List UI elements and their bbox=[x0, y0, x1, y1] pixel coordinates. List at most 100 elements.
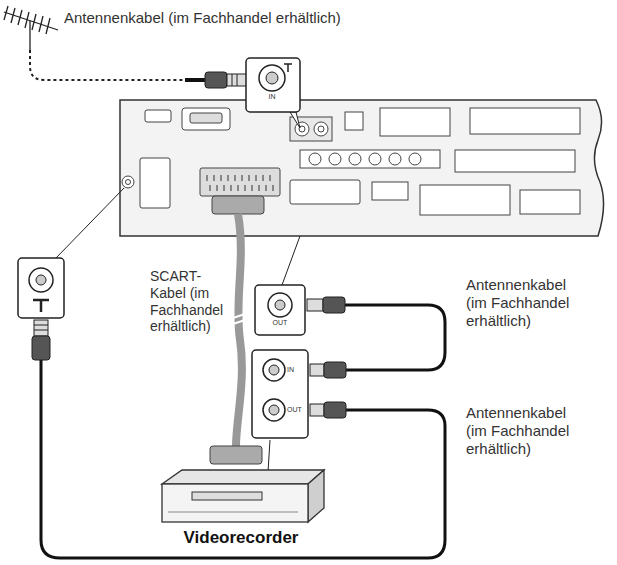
panel-details bbox=[122, 108, 580, 215]
cassette-slot bbox=[192, 492, 262, 500]
illustration-part bbox=[210, 446, 262, 464]
illustration-part bbox=[29, 21, 30, 50]
illustration-part bbox=[227, 74, 247, 86]
antenna-cable bbox=[345, 305, 445, 370]
port-label: OUT bbox=[273, 319, 288, 327]
callout-out bbox=[255, 236, 305, 335]
illustration-part bbox=[310, 364, 324, 376]
illustration-part bbox=[237, 74, 238, 86]
illustration-part bbox=[470, 108, 580, 134]
illustration-part bbox=[246, 58, 300, 112]
illustration-part bbox=[252, 185, 253, 191]
device-name: Videorecorder bbox=[181, 528, 302, 548]
illustration-part bbox=[282, 236, 300, 285]
illustration-part bbox=[263, 175, 264, 181]
illustration-part bbox=[252, 350, 308, 438]
illustration-part bbox=[18, 10, 22, 25]
illustration-part bbox=[290, 112, 300, 128]
illustration-part bbox=[32, 336, 50, 360]
illustration-part bbox=[263, 399, 285, 421]
illustration-part bbox=[4, 6, 8, 20]
illustration-part bbox=[269, 365, 279, 375]
cable-label: SCART-Kabel (im Fachhandel erhältlich) bbox=[150, 268, 230, 335]
scart-cable bbox=[210, 196, 264, 464]
illustration-part bbox=[389, 153, 401, 165]
illustration-part bbox=[221, 175, 222, 181]
illustration-part bbox=[255, 285, 305, 335]
illustration-part bbox=[324, 402, 346, 418]
illustration-part bbox=[122, 176, 134, 188]
illustration-part bbox=[217, 185, 218, 191]
illustration-part bbox=[232, 74, 233, 86]
antenna-plug bbox=[307, 297, 346, 418]
illustration-part bbox=[455, 150, 575, 172]
illustration-part bbox=[266, 185, 267, 191]
illustration-part bbox=[34, 330, 48, 331]
illustration-part bbox=[380, 108, 450, 136]
illustration-part bbox=[235, 175, 236, 181]
port-label: IN bbox=[269, 93, 276, 101]
illustration-part bbox=[33, 300, 49, 312]
illustration-part bbox=[345, 112, 363, 130]
antenna-plug bbox=[32, 320, 50, 360]
illustration-part bbox=[233, 314, 245, 324]
callout-in bbox=[246, 58, 300, 128]
antenna-cable bbox=[185, 78, 205, 82]
illustration-part bbox=[318, 126, 324, 132]
illustration-part bbox=[11, 8, 15, 23]
illustration-part bbox=[231, 185, 232, 191]
illustration-part bbox=[263, 359, 285, 381]
illustration-part bbox=[420, 185, 510, 215]
scart-pins bbox=[207, 175, 273, 191]
illustration-part bbox=[323, 297, 345, 313]
illustration-part bbox=[349, 153, 361, 165]
illustration-part bbox=[36, 275, 46, 285]
vcr-front bbox=[162, 484, 308, 522]
callout-antenna-socket bbox=[18, 188, 124, 318]
illustration-part bbox=[145, 110, 171, 122]
illustration-part bbox=[56, 188, 124, 258]
illustration-part bbox=[245, 185, 246, 191]
tv-back-panel bbox=[120, 100, 604, 236]
illustration-part bbox=[266, 72, 278, 84]
illustration-part bbox=[372, 182, 408, 200]
illustration-part bbox=[205, 72, 227, 88]
illustration-part bbox=[25, 12, 29, 28]
illustration-part bbox=[34, 320, 48, 336]
illustration-part bbox=[409, 153, 421, 165]
illustration-part bbox=[369, 153, 381, 165]
illustration-part bbox=[238, 185, 239, 191]
illustration-part bbox=[249, 175, 250, 181]
illustration-part bbox=[269, 405, 279, 415]
illustration-part bbox=[329, 153, 341, 165]
vcr-top bbox=[162, 470, 324, 484]
vcr-side bbox=[308, 470, 324, 522]
illustration-part bbox=[268, 440, 270, 472]
port-label: IN bbox=[287, 366, 305, 374]
illustration-part bbox=[290, 180, 360, 204]
antenna-plug bbox=[205, 72, 247, 88]
illustration-part bbox=[275, 300, 285, 310]
cable-label: Antennenkabel (im Fachhandel erhältlich) bbox=[64, 9, 341, 27]
illustration-part bbox=[200, 168, 280, 196]
illustration-part bbox=[307, 299, 323, 311]
illustration-part bbox=[18, 258, 64, 318]
illustration-part bbox=[259, 185, 260, 191]
illustration-part bbox=[214, 175, 215, 181]
illustration-part bbox=[32, 14, 36, 30]
illustration-part bbox=[324, 362, 346, 378]
illustration-part bbox=[268, 293, 292, 317]
illustration-part bbox=[242, 175, 243, 181]
illustration-part bbox=[228, 175, 229, 181]
illustration-part bbox=[236, 214, 242, 446]
cable-label: Antennenkabel (im Fachhandel erhältlich) bbox=[466, 404, 584, 458]
illustration-part bbox=[300, 150, 440, 168]
illustration-part bbox=[224, 185, 225, 191]
illustration-part bbox=[210, 185, 211, 191]
illustration-part bbox=[273, 185, 274, 191]
vcr-trim bbox=[168, 512, 298, 513]
illustration-part bbox=[314, 122, 328, 136]
illustration-part bbox=[256, 175, 257, 181]
illustration-part bbox=[140, 158, 170, 208]
illustration-part bbox=[212, 196, 264, 214]
